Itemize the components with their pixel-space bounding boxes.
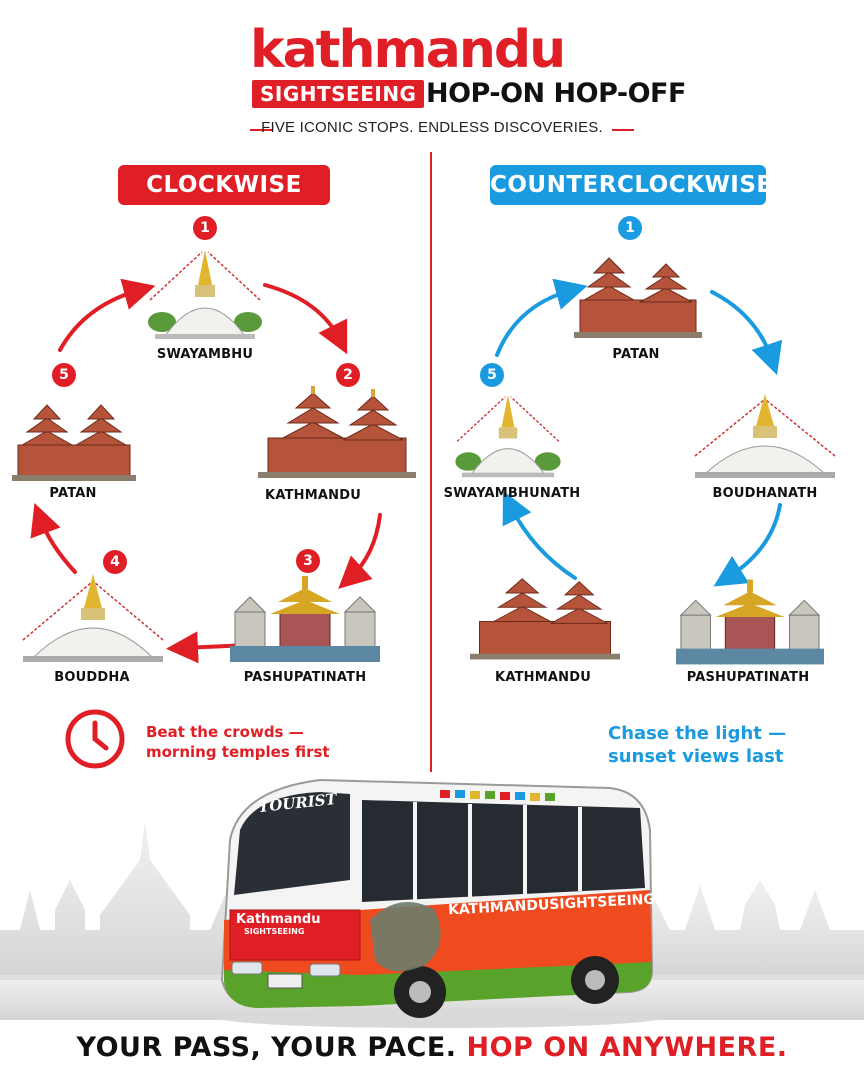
pagoda-icon <box>676 579 824 665</box>
temple-icon <box>470 578 620 660</box>
tagline-dash-left <box>250 129 272 131</box>
ccw-stop-2-name: BOUDHANATH <box>712 486 818 501</box>
cw-stop-1-number: 1 <box>193 216 217 240</box>
cw-stop-4-name: BOUDDHA <box>54 670 130 685</box>
tagline: FIVE ICONIC STOPS. ENDLESS DISCOVERIES. <box>261 119 603 136</box>
clockwise-note-line2: morning temples first <box>146 743 330 761</box>
clockwise-note-line1: Beat the crowds — <box>146 723 304 741</box>
clock-icon <box>65 709 125 769</box>
tour-bus-illustration <box>220 778 660 1028</box>
bus-front-brand: Kathmandu <box>236 912 321 927</box>
footer-slogan: YOUR PASS, YOUR PACE. HOP ON ANYWHERE. <box>0 1028 864 1068</box>
brand-badge: SIGHTSEEING <box>252 80 425 108</box>
bus-front-sub: SIGHTSEEING <box>244 927 305 936</box>
temple-icon <box>258 386 416 478</box>
counterclockwise-note-line1: Chase the light — <box>608 723 787 744</box>
cw-stop-3-number: 3 <box>296 549 320 573</box>
clockwise-route-arrows <box>30 278 382 664</box>
ccw-stop-1-number: 1 <box>618 216 642 240</box>
cw-stop-5-name: PATAN <box>49 486 97 501</box>
stupa-icon <box>455 395 561 478</box>
page-subtitle: HOP-ON HOP-OFF <box>426 78 686 109</box>
brand-logo: kathmandu <box>250 20 566 80</box>
ccw-stop-5-number: 5 <box>480 363 504 387</box>
ccw-stop-5-name: SWAYAMBHUNATH <box>443 486 581 501</box>
cw-stop-2-name: KATHMANDU <box>265 488 361 503</box>
cw-stop-1-name: SWAYAMBHU <box>156 347 254 362</box>
counterclockwise-title: COUNTERCLOCKWISE <box>490 165 772 205</box>
ccw-stop-3-name: PASHUPATINATH <box>686 670 810 685</box>
temple-icon <box>574 257 702 338</box>
stupa-icon <box>694 394 836 478</box>
ccw-stop-4-name: KATHMANDU <box>495 670 591 685</box>
pagoda-icon <box>230 576 380 662</box>
stupa-icon <box>148 250 262 339</box>
temple-icon <box>12 404 136 481</box>
cw-stop-2-number: 2 <box>336 363 360 387</box>
footer-slogan-part2: HOP ON ANYWHERE. <box>466 1032 788 1063</box>
cw-stop-5-number: 5 <box>52 363 76 387</box>
center-divider <box>430 152 432 772</box>
counterclockwise-note-line2: sunset views last <box>608 746 784 767</box>
tagline-dash-right <box>612 129 634 131</box>
cw-stop-3-name: PASHUPATINATH <box>243 670 367 685</box>
stupa-icon <box>22 574 164 662</box>
cw-stop-4-number: 4 <box>103 550 127 574</box>
ccw-stop-1-name: PATAN <box>612 347 660 362</box>
counterclockwise-route-arrows <box>495 278 783 587</box>
clockwise-title: CLOCKWISE <box>118 165 330 205</box>
footer-slogan-part1: YOUR PASS, YOUR PACE. <box>76 1032 457 1063</box>
